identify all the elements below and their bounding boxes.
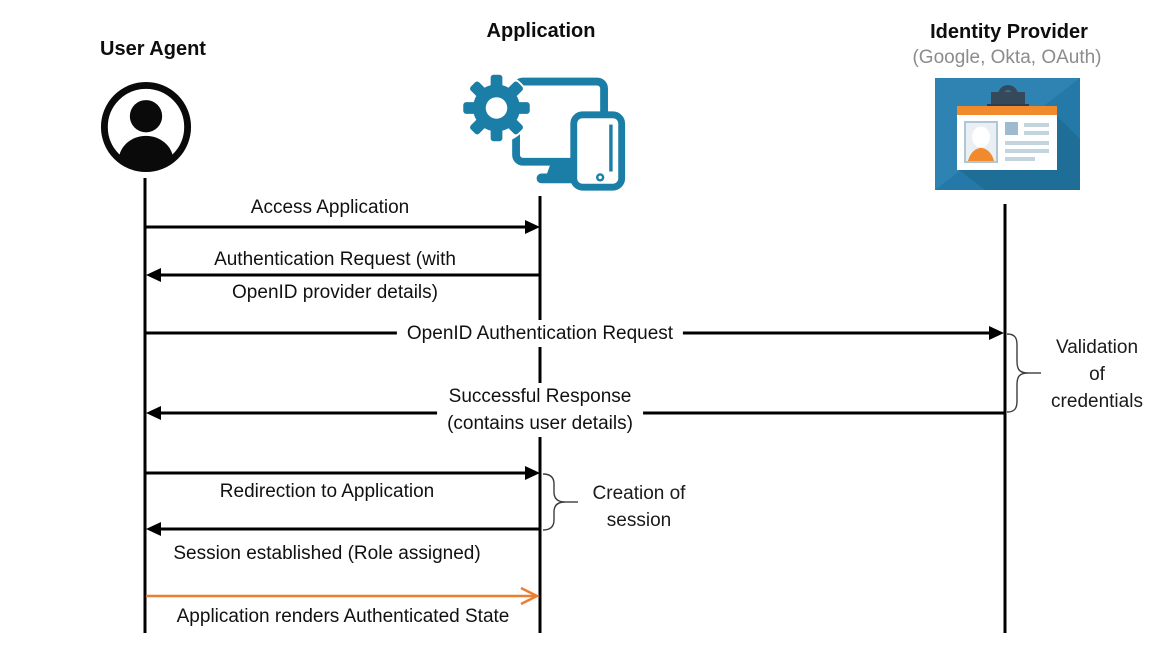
message-label-session-established: Session established (Role assigned): [173, 543, 481, 564]
arrowhead-right-icon: [989, 326, 1004, 340]
brace-creation: [542, 473, 566, 531]
message-label-successful-response-line2: (contains user details): [447, 413, 633, 434]
actor-title-user-agent: User Agent: [100, 38, 206, 60]
message-label-authentication-request-line1: Authentication Request (with: [214, 249, 456, 270]
message-label-redirection-to-application: Redirection to Application: [219, 481, 435, 502]
arrowhead-open-right-icon: [520, 586, 540, 606]
identity-provider-icon: [935, 78, 1080, 195]
arrowhead-left-icon: [146, 522, 161, 536]
message-label-openid-authentication-request: OpenID Authentication Request: [396, 320, 684, 347]
annotation-creation-line1: Creation of: [592, 483, 686, 504]
message-label-successful-response: Successful Response (contains user detai…: [437, 383, 643, 437]
brace-validation: [1006, 333, 1029, 413]
arrowhead-right-icon: [525, 220, 540, 234]
annotation-creation-line2: session: [606, 510, 672, 531]
arrowhead-left-icon: [146, 268, 161, 282]
actor-title-identity-provider: Identity Provider: [930, 21, 1088, 43]
message-label-renders-authenticated-state: Application renders Authenticated State: [176, 606, 510, 627]
annotation-validation-line2: of: [1089, 364, 1105, 385]
arrowhead-right-icon: [525, 466, 540, 480]
actor-title-application: Application: [486, 20, 596, 42]
user-icon: [99, 80, 193, 179]
message-label-successful-response-line1: Successful Response: [448, 386, 632, 407]
message-label-authentication-request-line2: OpenID provider details): [232, 282, 438, 303]
annotation-creation-of-session: Creation of session: [593, 480, 686, 534]
actor-subtitle-identity-provider: (Google, Okta, OAuth): [912, 47, 1102, 68]
annotation-validation-line3: credentials: [1051, 391, 1143, 412]
message-label-access-application: Access Application: [250, 197, 410, 218]
annotation-validation-line1: Validation: [1055, 337, 1139, 358]
arrowhead-left-icon: [146, 406, 161, 420]
annotation-validation-of-credentials: Validation of credentials: [1051, 334, 1143, 415]
application-icon: [455, 62, 627, 199]
